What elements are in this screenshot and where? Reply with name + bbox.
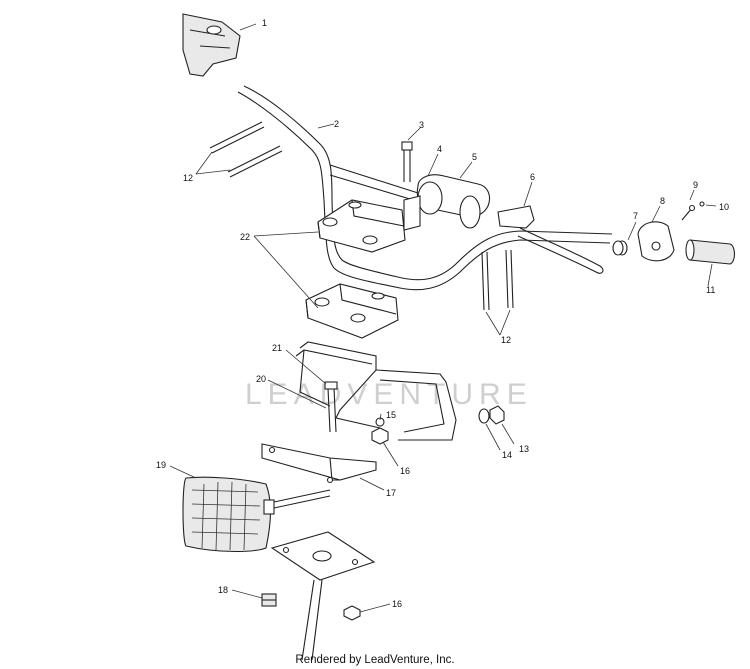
callout-6: 6: [530, 172, 535, 182]
callout-14: 14: [502, 450, 512, 460]
part-20-rack: [295, 341, 457, 441]
callout-labels: 1 2 3 4 5 6 7 8 9 10 11 12 12 13 14 15 1…: [156, 18, 729, 609]
part-15-16-nuts: [371, 417, 389, 445]
callout-20: 20: [256, 374, 266, 384]
callout-9: 9: [693, 180, 698, 190]
callout-1: 1: [262, 18, 267, 28]
callout-21: 21: [272, 343, 282, 353]
part-3-bolt: [401, 141, 413, 182]
leader-lines: [169, 23, 717, 613]
callout-18: 18: [218, 585, 228, 595]
callout-7: 7: [633, 211, 638, 221]
part-2-handlebar: [237, 85, 613, 291]
part-13-14-washer-nut: [478, 405, 505, 425]
callout-15: 15: [386, 410, 396, 420]
part-9-10-screws: [681, 201, 705, 221]
callout-4: 4: [437, 144, 442, 154]
callout-11: 11: [706, 285, 715, 295]
part-1-switch-housing: [182, 13, 241, 77]
part-4-5-pad-housing: [403, 174, 491, 231]
part-12-grip-strips-upper: [209, 121, 283, 178]
watermark-text: LEADVENTURE: [245, 378, 533, 411]
part-19-headlight: [182, 476, 331, 553]
part-8-switch: [637, 221, 675, 262]
callout-13: 13: [519, 444, 529, 454]
callout-12-upper: 12: [183, 173, 193, 183]
callout-12-lower: 12: [501, 335, 511, 345]
callout-5: 5: [472, 152, 477, 162]
part-plate: [270, 531, 376, 661]
part-18-clip: [261, 593, 277, 607]
credit-text: Rendered by LeadVenture, Inc.: [295, 654, 455, 666]
part-11-grip: [685, 239, 736, 265]
callout-8: 8: [660, 196, 665, 206]
callout-16-upper: 16: [400, 466, 410, 476]
part-22-upper-clamp: [317, 199, 406, 253]
callout-16-lower: 16: [392, 599, 402, 609]
part-16-nut-lower: [343, 605, 361, 621]
part-12-grip-strips-lower: [481, 249, 514, 311]
callout-19: 19: [156, 460, 166, 470]
callout-2: 2: [334, 119, 339, 129]
callout-17: 17: [386, 488, 396, 498]
callout-3: 3: [419, 120, 424, 130]
part-7-collar: [612, 240, 628, 256]
part-6-brake-lever: [497, 205, 604, 274]
callout-10: 10: [719, 202, 729, 212]
part-22-lower-clamp: [305, 283, 399, 339]
part-17-bracket: [261, 443, 377, 484]
callout-22: 22: [240, 232, 250, 242]
